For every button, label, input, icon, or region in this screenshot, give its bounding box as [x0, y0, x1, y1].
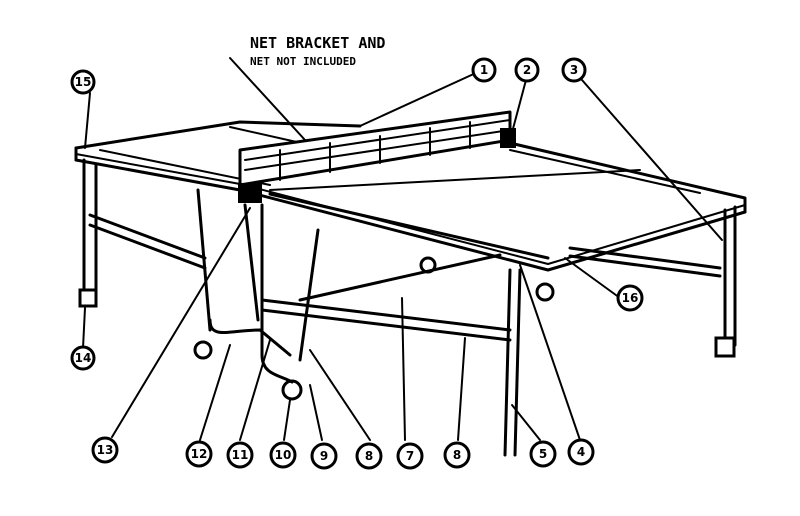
callout-9-label: 9 — [320, 449, 328, 463]
callout-1-label: 1 — [480, 63, 488, 77]
callout-8a: 8 — [355, 442, 383, 470]
callout-7: 7 — [396, 442, 424, 470]
callout-11: 11 — [226, 441, 254, 469]
callout-10-label: 10 — [275, 448, 292, 462]
callout-3: 3 — [561, 57, 587, 83]
callout-15: 15 — [70, 69, 96, 95]
callout-13: 13 — [91, 436, 119, 464]
callout-4: 4 — [567, 438, 595, 466]
center-legs — [260, 203, 512, 401]
callout-8b-label: 8 — [453, 448, 461, 462]
callout-14-label: 14 — [75, 351, 92, 365]
callout-1: 1 — [471, 57, 497, 83]
callout-2: 2 — [514, 57, 540, 83]
callout-13-label: 13 — [97, 443, 114, 457]
callout-14: 14 — [70, 345, 96, 371]
callout-8a-label: 8 — [365, 449, 373, 463]
callout-5-label: 5 — [539, 447, 547, 461]
callout-10: 10 — [269, 441, 297, 469]
right-legs — [419, 205, 737, 457]
callout-12-label: 12 — [191, 447, 208, 461]
callout-15-label: 15 — [75, 75, 92, 89]
left-legs — [78, 158, 292, 360]
callout-4-label: 4 — [577, 445, 585, 459]
callout-3-label: 3 — [570, 63, 578, 77]
leader-lines — [82, 57, 723, 441]
callout-2-label: 2 — [523, 63, 531, 77]
callout-11-label: 11 — [232, 448, 249, 462]
callout-16: 16 — [616, 284, 644, 312]
callout-12: 12 — [185, 440, 213, 468]
callout-16-label: 16 — [622, 291, 639, 305]
callout-8b: 8 — [443, 441, 471, 469]
callout-5: 5 — [529, 440, 557, 468]
note-line-1: NET BRACKET AND — [250, 34, 385, 52]
callout-7-label: 7 — [406, 449, 414, 463]
callout-9: 9 — [310, 442, 338, 470]
note-line-2: NET NOT INCLUDED — [250, 55, 356, 68]
